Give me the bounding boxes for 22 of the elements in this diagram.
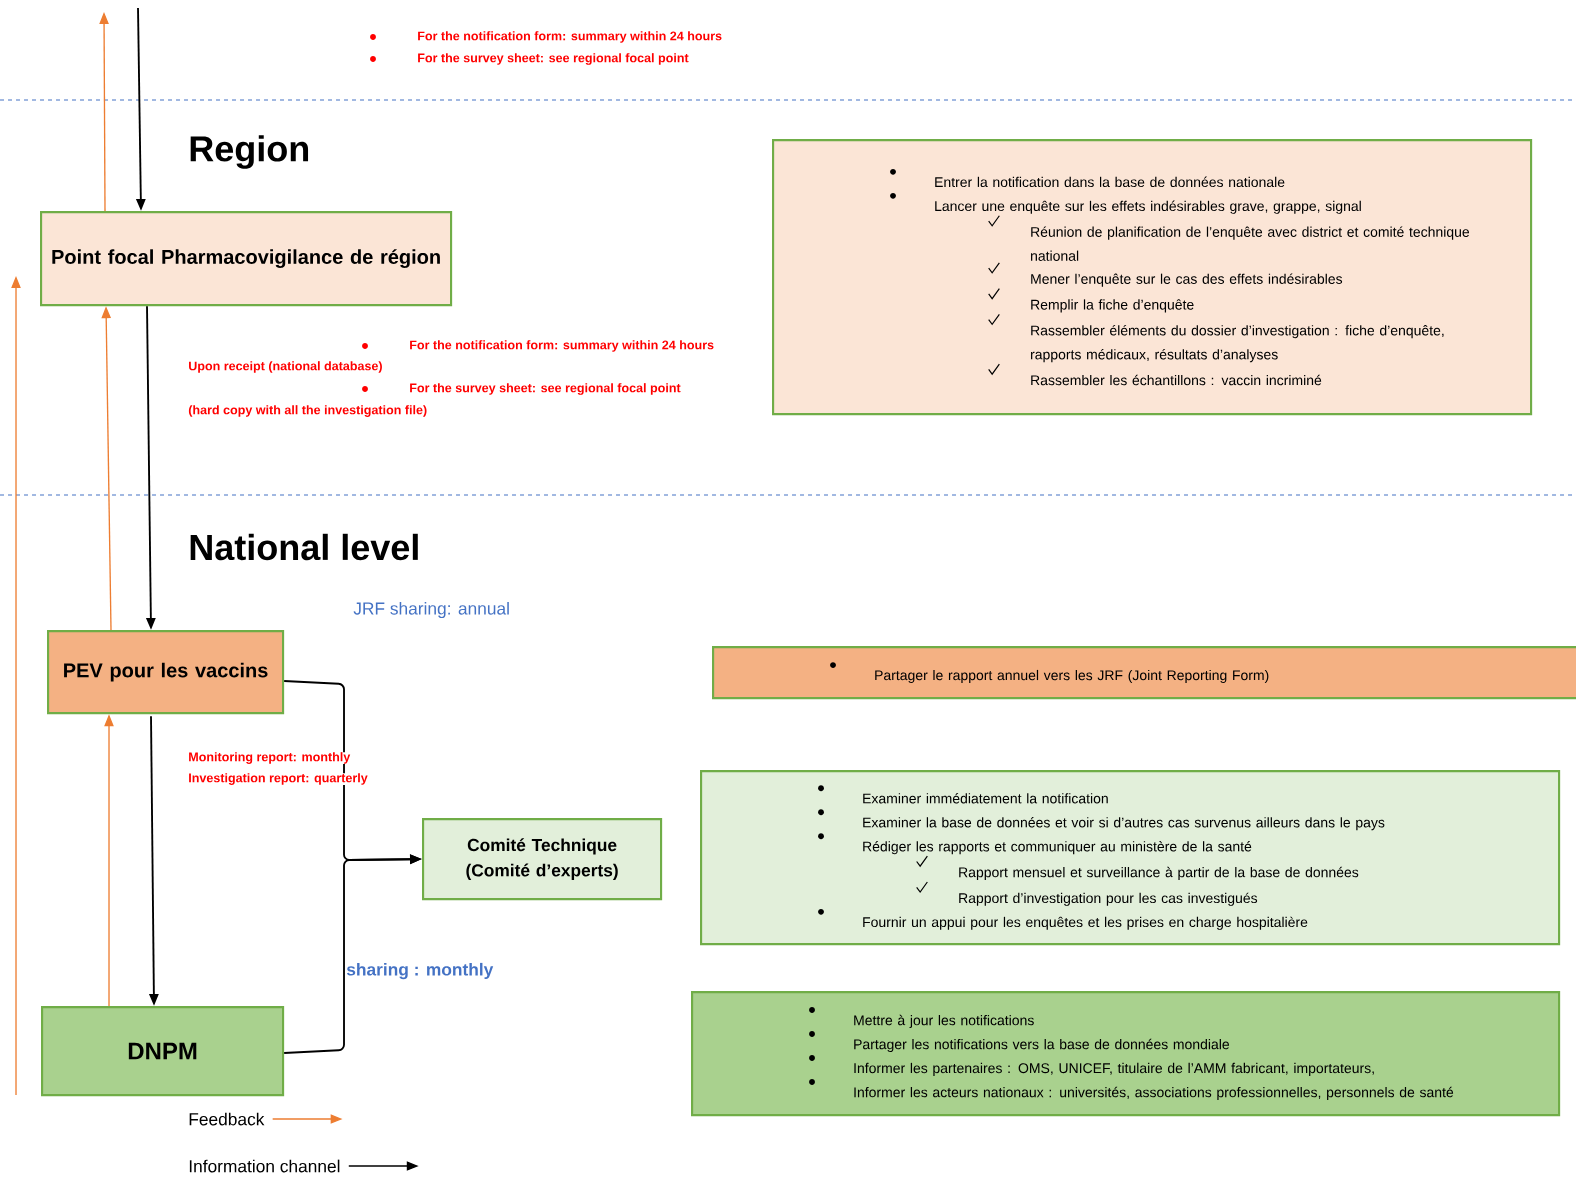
- note-text: For the notification form: summary within 24 hours: [410, 340, 714, 352]
- task-list-box: Examiner immédiatement la notification Examiner la base de données et voir si d’autres cas survenus ailleurs dans le pays Rédiger les rapports et communiquer au ministère de la santé Rapport mensuel et surveillance à partir de la base de données Rapport d’investigation pour les cas investigués Fournir un appui pour les enquêtes et les prises en charge hospitalière: [700, 770, 1561, 946]
- note-text: For the notification form: summary within 24 hours: [418, 31, 722, 43]
- note-text: For the survey sheet: see regional focal point: [418, 53, 689, 65]
- note-text: (hard copy with all the investigation file): [188, 405, 427, 417]
- legend-text: Feedback: [189, 1112, 265, 1126]
- note-text: Upon receipt (national database): [189, 361, 382, 373]
- task-list-box: Mettre à jour les notifications Partager les notifications vers la base de données mondiale Informer les partenaires : OMS, UNICEF, titulaire de l’AMM fabricant, importateurs, Informer les acteurs nationaux : universités, associations professionnelles, personnels de santé: [691, 991, 1561, 1117]
- note-text: sharing : monthly: [346, 962, 494, 980]
- task-list-box: Entrer la notification dans la base de données nationale Lancer une enquête sur les effets indésirables grave, grappe, signal Réunion de planification de l’enquête avec district et comité technique national Mener l’enquête sur le cas des effets indésirables Remplir la fiche d’enquête Rassembler éléments du dossier d’investigation : fiche d’enquête, rapports médicaux, résultats d’analyses Rassembler les échantillons : vaccin incriminé: [772, 139, 1533, 416]
- legend-text: Information channel: [189, 1159, 340, 1173]
- process-box: PEV pour les vaccins: [47, 630, 285, 715]
- note-text: Monitoring report: monthly: [188, 752, 351, 764]
- note-text: Investigation report: quarterly: [188, 773, 368, 785]
- process-box: Point focal Pharmacovigilance de région: [40, 211, 453, 307]
- process-box: Comité Technique (Comité d’experts): [422, 818, 663, 901]
- note-text: For the survey sheet: see regional focal point: [410, 383, 681, 395]
- section-heading: National level: [190, 533, 418, 561]
- section-heading: Region: [190, 135, 309, 169]
- note-text: JRF sharing: annual: [353, 601, 509, 619]
- process-box: DNPM: [41, 1006, 285, 1097]
- task-list-box: Partager le rapport annuel vers les JRF (Joint Reporting Form): [712, 646, 1576, 700]
